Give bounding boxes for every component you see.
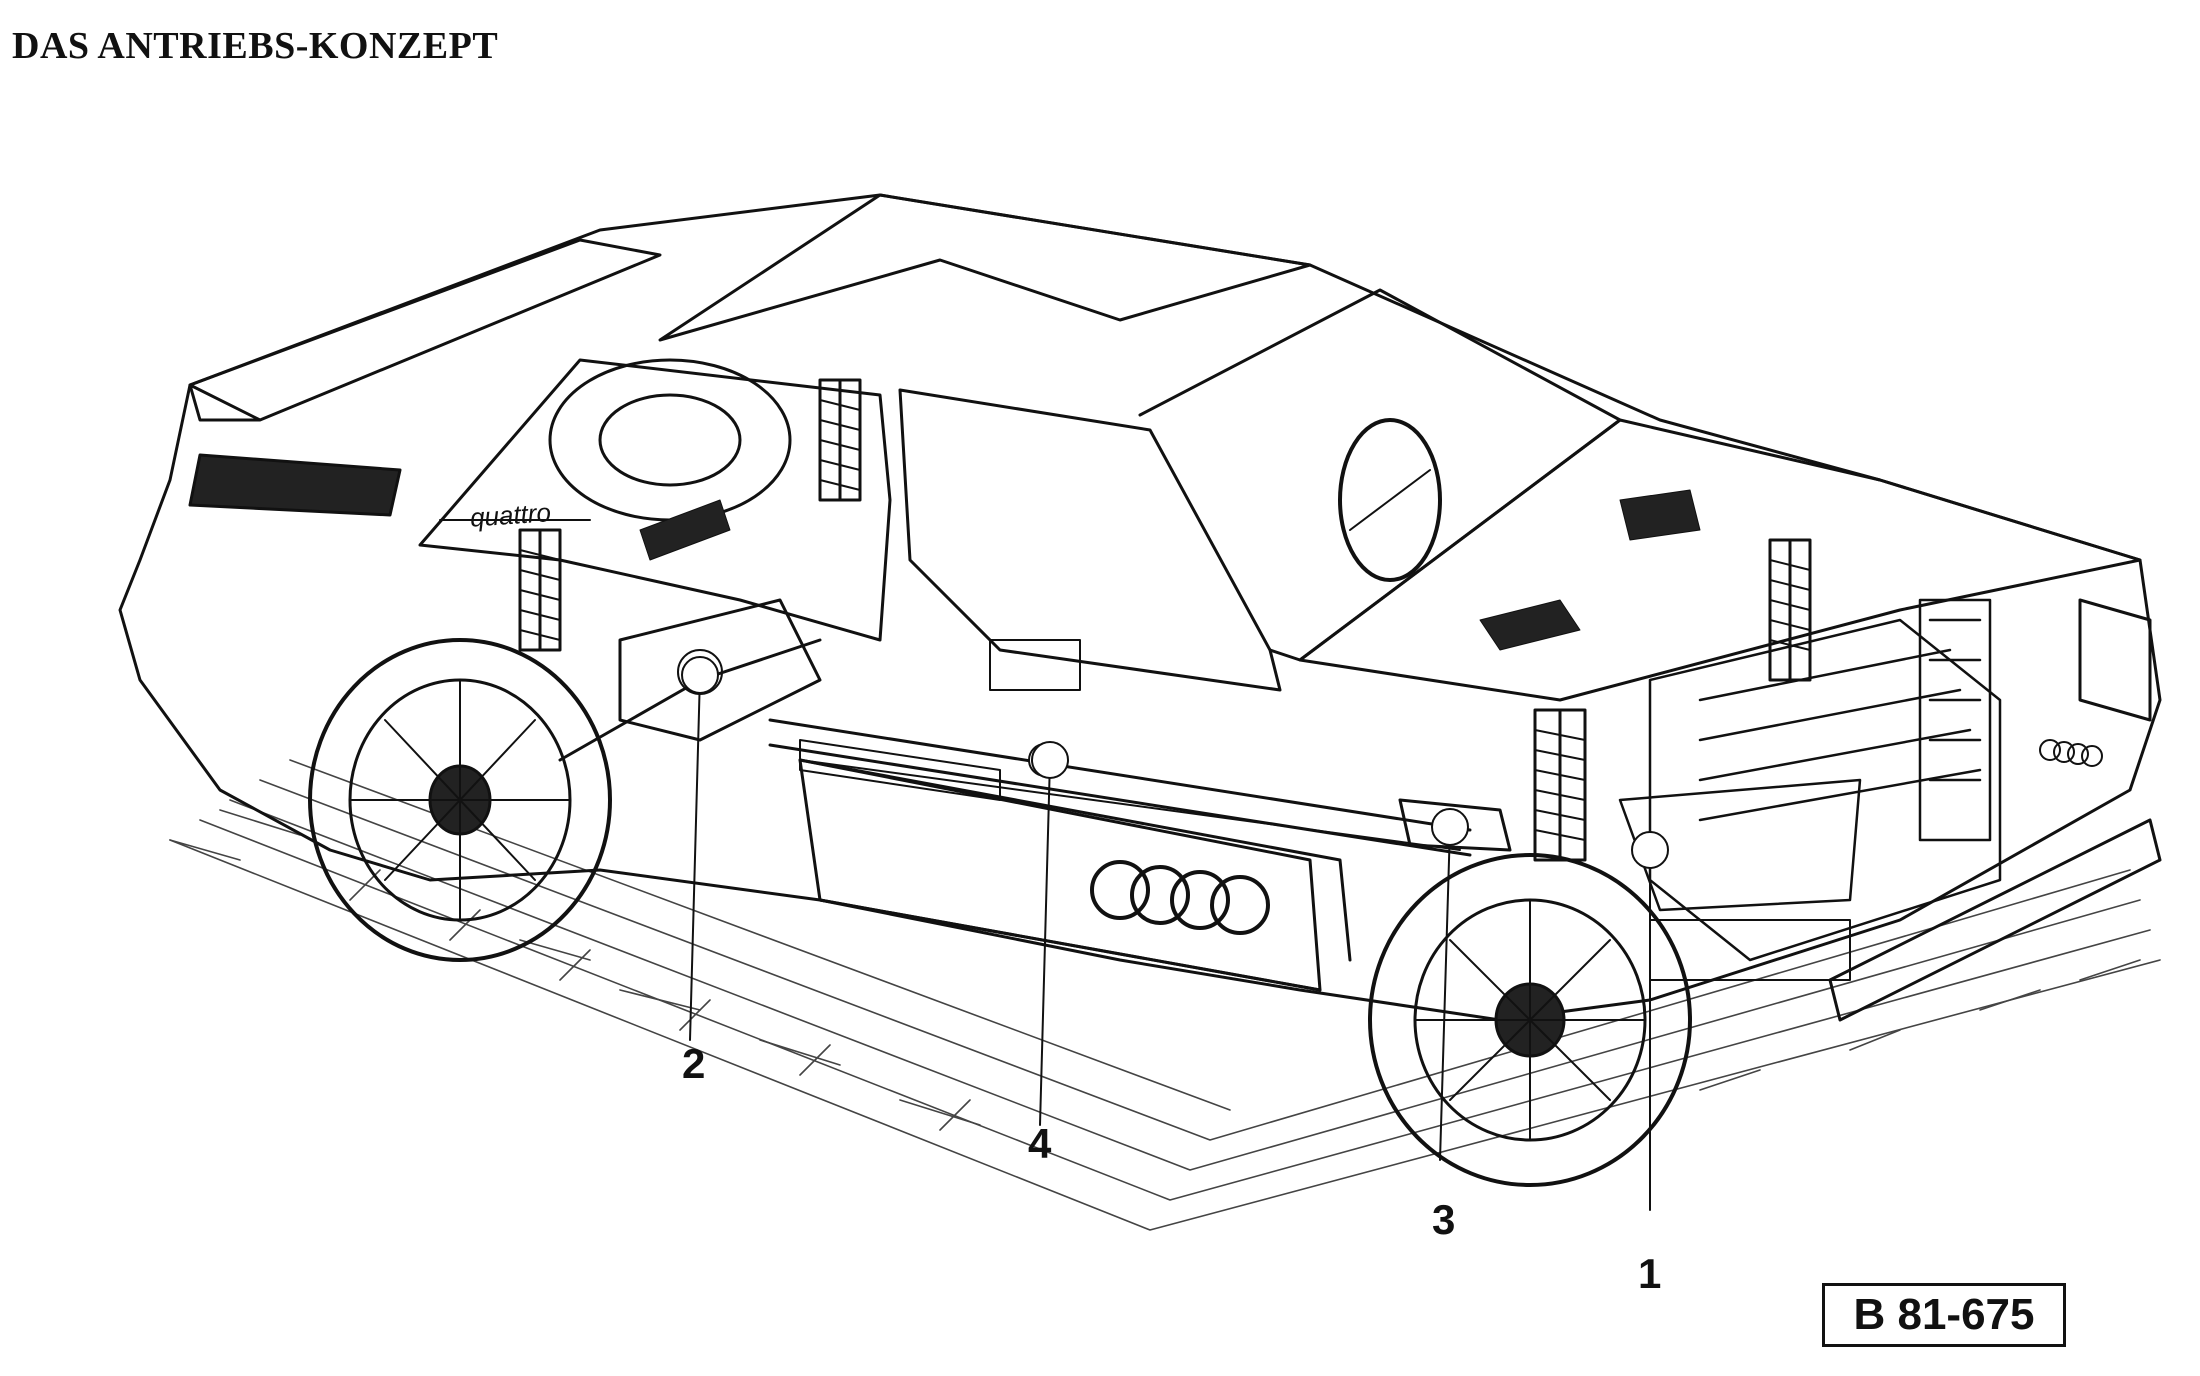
body-outline xyxy=(118,193,2162,1022)
steering-wheel xyxy=(1338,418,1442,582)
exhaust xyxy=(799,759,1461,851)
grille xyxy=(2078,598,2152,722)
leader-lines xyxy=(689,674,1651,1211)
callout-label-3: 3 xyxy=(1432,1196,1456,1243)
audi-rings-side xyxy=(1090,860,1270,935)
callout-label-1: 1 xyxy=(1638,1250,1662,1297)
callout-label-2: 2 xyxy=(682,1040,706,1087)
sill xyxy=(798,758,1352,992)
audi-rings-front xyxy=(2039,739,2103,767)
callout-bubbles xyxy=(681,656,1669,869)
rear-wheel xyxy=(308,638,612,962)
page-title: DAS ANTRIEBS-KONZEPT xyxy=(12,25,499,67)
rear-spoiler xyxy=(188,238,662,422)
callout-label-4: 4 xyxy=(1028,1120,1052,1167)
centre-differential xyxy=(1398,798,1512,852)
spare-wheel xyxy=(548,358,792,522)
hood xyxy=(1298,418,2142,702)
drive-shaft xyxy=(768,718,1472,857)
rear-struts xyxy=(518,378,862,652)
door-window xyxy=(898,388,1282,692)
battery xyxy=(989,639,1081,691)
quattro-badge: quattro xyxy=(469,497,552,533)
roof xyxy=(658,193,1312,342)
front-bumper xyxy=(1828,818,2162,1022)
figure-reference: B 81-675 xyxy=(1822,1283,2066,1347)
front-struts xyxy=(1533,538,1812,862)
front-wheel xyxy=(1368,853,1692,1187)
intercooler xyxy=(1649,919,1851,981)
door-panel xyxy=(798,758,1322,992)
tail-lamp xyxy=(188,453,402,517)
rear-differential xyxy=(618,598,822,742)
